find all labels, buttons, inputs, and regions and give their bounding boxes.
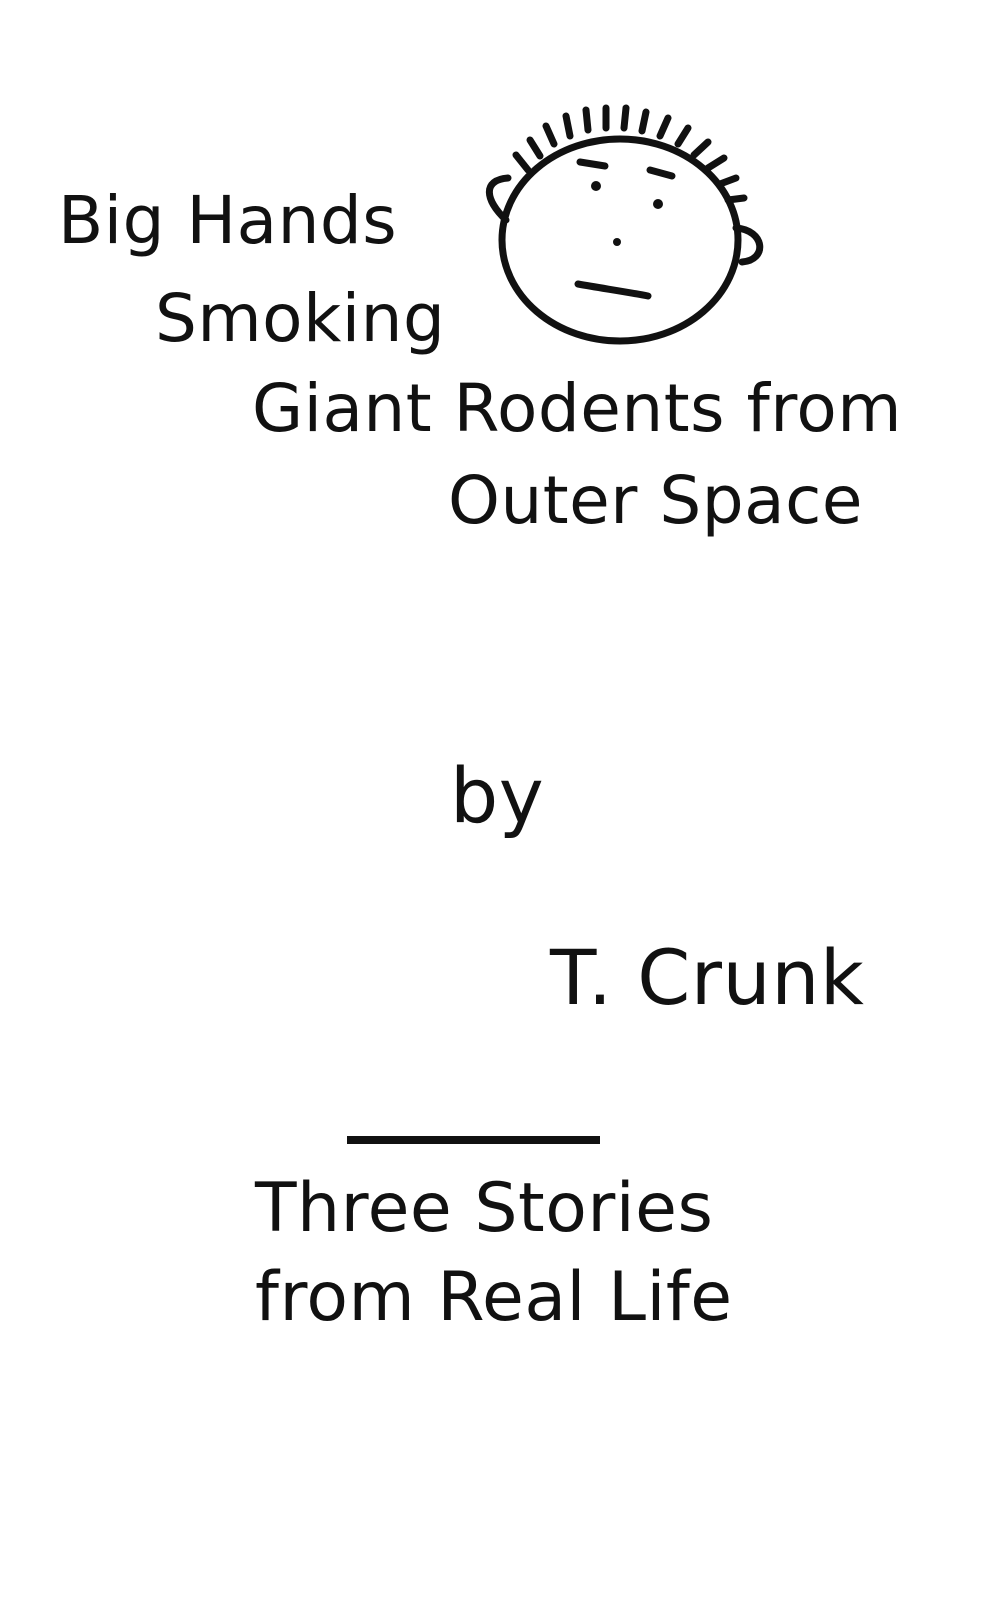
title-line-1: Big Hands [58, 182, 398, 259]
title-line-4: Outer Space [448, 462, 864, 539]
title-line-2: Smoking [155, 280, 446, 357]
subtitle-line-1: Three Stories [255, 1169, 714, 1248]
author-name: T. Crunk [550, 933, 865, 1022]
byline-by: by [450, 751, 545, 840]
cartoon-face-icon [486, 104, 764, 345]
divider-rule [347, 1136, 600, 1144]
subtitle-line-2: from Real Life [255, 1258, 733, 1337]
title-line-3: Giant Rodents from [252, 370, 903, 447]
